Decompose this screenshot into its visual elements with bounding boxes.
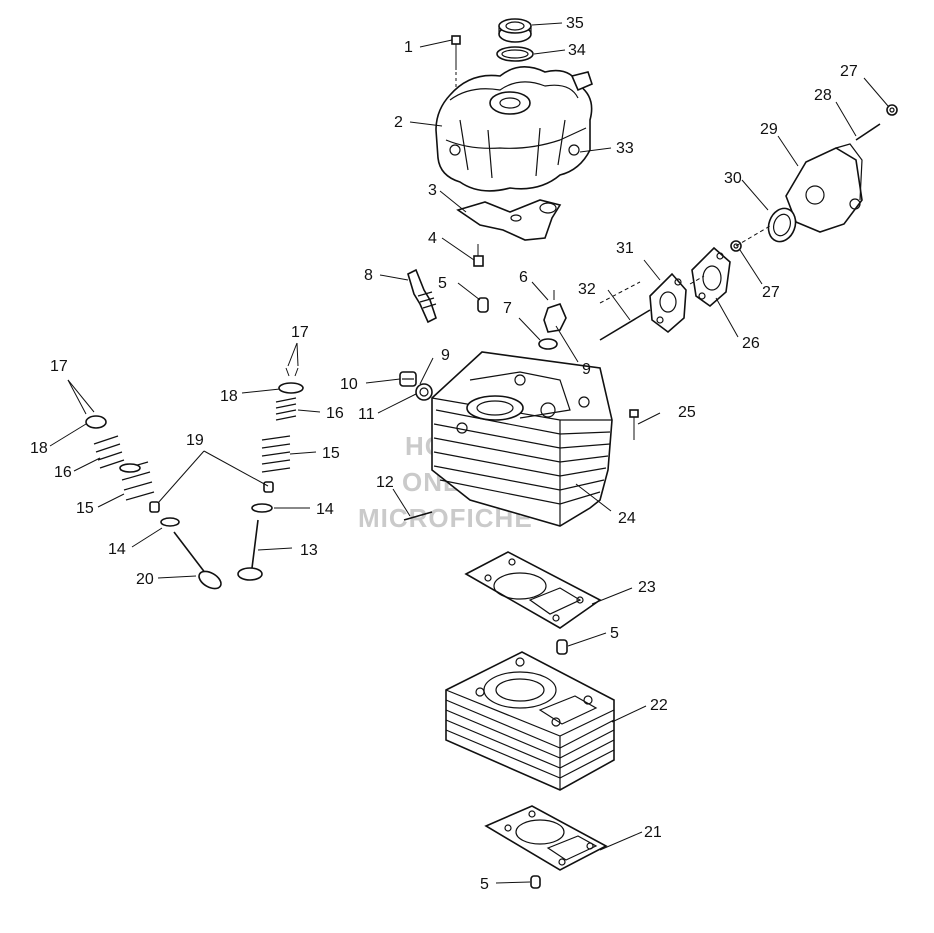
callout-13: 13 xyxy=(300,542,318,559)
part-dowel-middle xyxy=(556,639,568,655)
part-base-gasket xyxy=(484,805,608,871)
part-dowel-lower xyxy=(530,875,541,889)
part-intake-manifold xyxy=(785,143,863,233)
callout-29: 29 xyxy=(760,121,778,138)
callout-9-lower: 9 xyxy=(582,361,591,378)
part-spark-plug xyxy=(407,268,437,324)
part-washer xyxy=(538,338,558,350)
part-cylinder xyxy=(445,651,615,791)
callout-31: 31 xyxy=(616,240,634,257)
callout-17-left: 17 xyxy=(50,358,68,375)
part-valve-cover xyxy=(435,66,593,192)
callout-25: 25 xyxy=(678,404,696,421)
part-plug xyxy=(399,371,417,387)
callout-21: 21 xyxy=(644,824,662,841)
callout-24: 24 xyxy=(618,510,636,527)
part-retainer-right xyxy=(278,382,304,394)
callout-8: 8 xyxy=(364,267,373,284)
callout-27-lower: 27 xyxy=(762,284,780,301)
callout-17-right: 17 xyxy=(291,324,309,341)
part-dowel-upper xyxy=(477,297,489,313)
callout-5-middle: 5 xyxy=(610,625,619,642)
part-inner-spring-left xyxy=(93,435,125,469)
part-outer-spring-right xyxy=(261,435,291,473)
callout-12: 12 xyxy=(376,474,394,491)
callout-19: 19 xyxy=(186,432,204,449)
part-fitting xyxy=(543,290,567,333)
part-seat-left xyxy=(160,517,180,527)
callout-26: 26 xyxy=(742,335,760,352)
callout-20: 20 xyxy=(136,571,154,588)
part-valve-left xyxy=(173,531,222,590)
callout-18-left: 18 xyxy=(30,440,48,457)
leader-lines xyxy=(49,22,889,884)
callout-10: 10 xyxy=(340,376,358,393)
callout-4: 4 xyxy=(428,230,437,247)
callout-3: 3 xyxy=(428,182,437,199)
part-plug-o-ring xyxy=(415,383,433,401)
callout-5-lower: 5 xyxy=(480,876,489,893)
callout-22: 22 xyxy=(650,697,668,714)
callout-14-left: 14 xyxy=(108,541,126,558)
part-nut-upper xyxy=(886,104,898,116)
callout-16-right: 16 xyxy=(326,405,344,422)
callout-16-left: 16 xyxy=(54,464,72,481)
callout-30: 30 xyxy=(724,170,742,187)
callout-numbers: 1 2 3 4 5 5 5 6 7 8 9 9 10 11 12 13 14 1… xyxy=(30,15,858,893)
callout-32: 32 xyxy=(578,281,596,298)
callout-2: 2 xyxy=(394,114,403,131)
part-seal-right xyxy=(263,481,274,493)
part-cylinder-head xyxy=(431,351,613,527)
part-cap xyxy=(498,18,532,43)
callout-1: 1 xyxy=(404,39,413,56)
callout-34: 34 xyxy=(568,42,586,59)
callout-9-upper: 9 xyxy=(441,347,450,364)
part-keepers-right xyxy=(285,367,299,377)
part-manifold-o-ring xyxy=(767,207,797,243)
callout-15-right: 15 xyxy=(322,445,340,462)
callout-18-right: 18 xyxy=(220,388,238,405)
part-insulator xyxy=(649,272,687,334)
callout-35: 35 xyxy=(566,15,584,32)
part-o-ring xyxy=(496,46,534,62)
part-seat-right xyxy=(251,503,273,513)
callout-14-right: 14 xyxy=(316,501,334,518)
part-intake-stud xyxy=(599,309,651,341)
part-intake-gasket xyxy=(691,246,731,308)
part-inner-spring-right xyxy=(275,397,297,421)
part-bolt-side xyxy=(629,409,639,440)
callout-11: 11 xyxy=(358,406,375,423)
part-valve-right xyxy=(237,519,263,581)
part-screw xyxy=(473,244,484,267)
part-head-gasket xyxy=(464,551,602,629)
part-retainer-left xyxy=(85,415,107,429)
callout-7: 7 xyxy=(503,300,512,317)
part-bolt-top xyxy=(451,35,461,90)
callout-6: 6 xyxy=(519,269,528,286)
part-seal-left xyxy=(149,501,160,513)
part-manifold-stud xyxy=(855,123,881,141)
callout-27-upper: 27 xyxy=(840,63,858,80)
callout-15-left: 15 xyxy=(76,500,94,517)
part-breather-plate xyxy=(456,199,562,241)
callout-33: 33 xyxy=(616,140,634,157)
callout-5-upper: 5 xyxy=(438,275,447,292)
callout-23: 23 xyxy=(638,579,656,596)
callout-28: 28 xyxy=(814,87,832,104)
part-outer-spring-left xyxy=(119,461,155,501)
part-stud xyxy=(403,511,433,521)
